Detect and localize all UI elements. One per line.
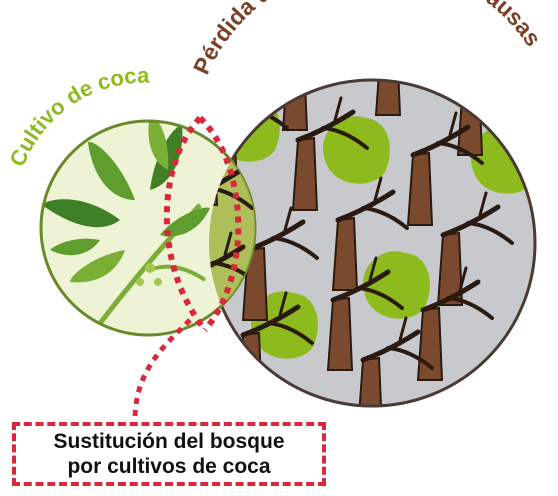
overlap-dashed-outline [197, 115, 242, 332]
coca-circle [39, 119, 257, 337]
callout-leader-line [132, 318, 192, 421]
coca-plant-icon [42, 121, 210, 332]
callout-line-1: Sustitución del bosque [53, 430, 285, 453]
callout-line-2: por cultivos de coca [67, 455, 271, 478]
forest-loss-label: Pérdida de bosque por otras causas [188, 0, 547, 78]
forest-loss-circle [207, 78, 537, 408]
overlap-dashed-outline [163, 115, 208, 332]
bush-icon [363, 251, 430, 319]
overlap-region [163, 115, 255, 335]
callout-box: Sustitución del bosque por cultivos de c… [12, 422, 326, 486]
